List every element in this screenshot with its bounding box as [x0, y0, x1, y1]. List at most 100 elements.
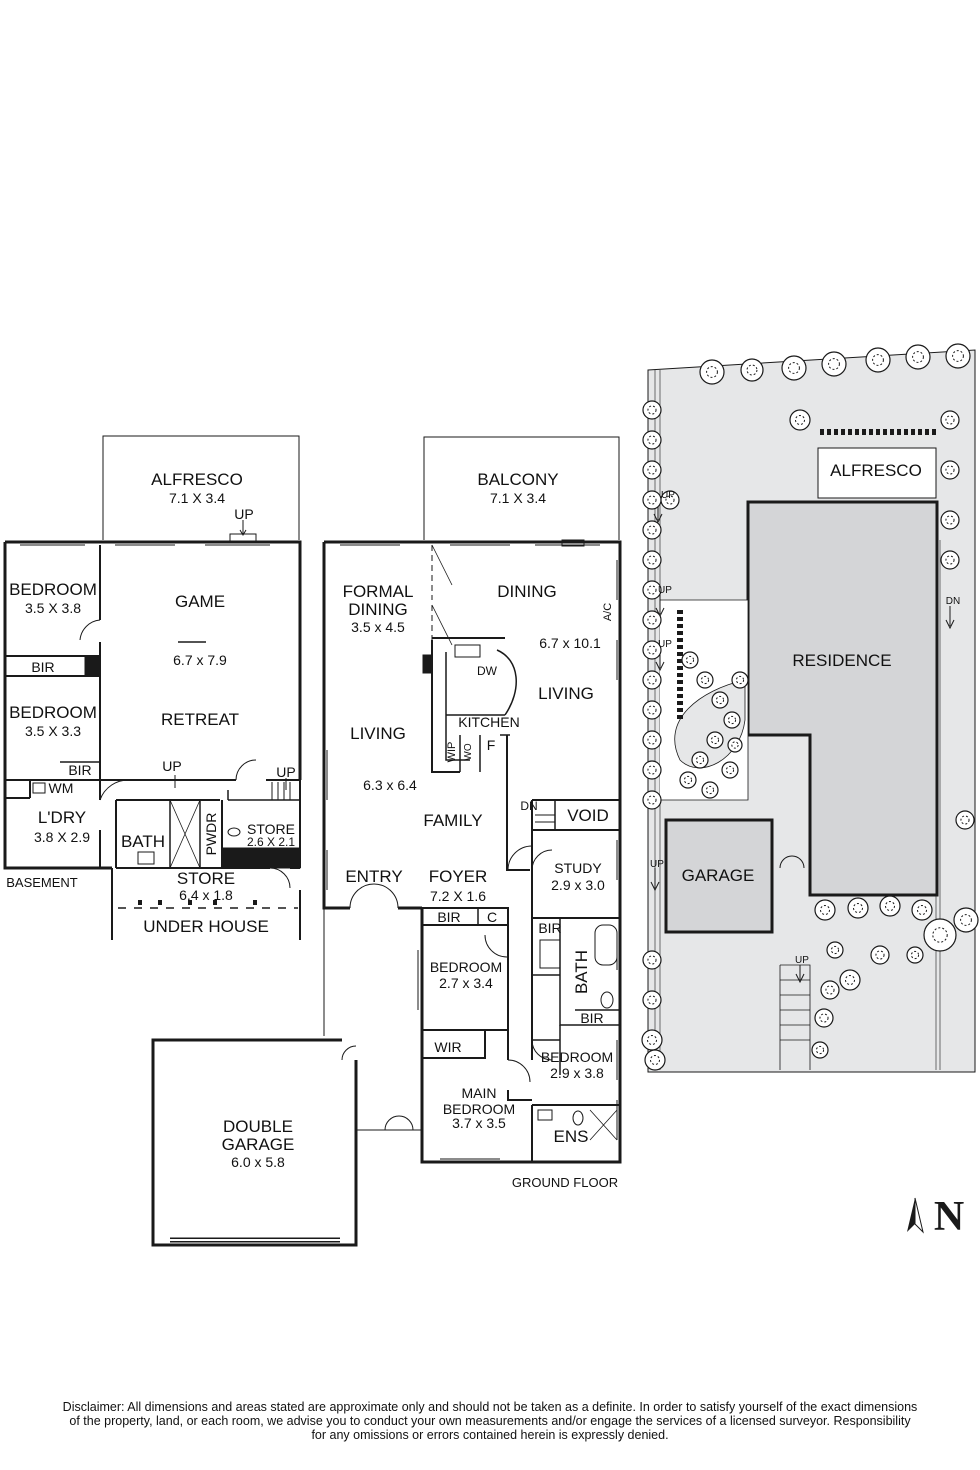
- site-dn: DN: [946, 596, 960, 607]
- ground-foyer-label: FOYER: [429, 867, 488, 886]
- site-up3: UP: [658, 639, 672, 650]
- basement-bedroom2-label: BEDROOM: [9, 703, 97, 722]
- tree-icon: [839, 969, 861, 991]
- site-up4: UP: [650, 859, 664, 870]
- tree-icon-detail: [647, 525, 657, 535]
- ground-f-label: F: [487, 737, 496, 753]
- basement-bath-label: BATH: [121, 832, 165, 851]
- tree-icon-detail: [647, 495, 657, 505]
- compass-icon: N: [907, 1194, 964, 1240]
- ground-formal-dining-label1: FORMAL: [343, 582, 414, 601]
- site-plan: [647, 349, 976, 1073]
- tree-icon-detail: [853, 903, 863, 913]
- tree-icon-detail: [647, 645, 657, 655]
- tree-icon-detail: [825, 985, 835, 995]
- tree-icon: [642, 430, 662, 450]
- double-garage-labels: DOUBLE GARAGE 6.0 x 5.8: [222, 1117, 295, 1170]
- ground-bedroom-b-dim: 2.9 x 3.8: [550, 1065, 604, 1081]
- site-garage: [664, 818, 774, 934]
- ground-bir-bath-label: BIR: [538, 920, 561, 936]
- basement-game-dim: 6.7 x 7.9: [173, 652, 227, 668]
- tree-icon-detail: [685, 655, 695, 665]
- tree-icon-detail: [872, 354, 884, 366]
- tree-icon: [706, 731, 724, 749]
- basement-bedroom1-label: BEDROOM: [9, 580, 97, 599]
- ground-bir-foyer-label: BIR: [437, 909, 460, 925]
- tree-icon-detail: [647, 955, 657, 965]
- tree-icon-detail: [647, 555, 657, 565]
- tree-icon: [642, 640, 662, 660]
- tree-icon: [642, 760, 662, 780]
- ground-entry-label: ENTRY: [345, 867, 402, 886]
- site-labels: ALFRESCO RESIDENCE GARAGE UP UP UP UP UP…: [650, 461, 960, 966]
- ground-main-bedroom-label2: BEDROOM: [443, 1101, 515, 1117]
- ground-bedroom-a-dim: 2.7 x 3.4: [439, 975, 493, 991]
- tree-icon: [905, 344, 931, 370]
- tree-icon: [847, 897, 869, 919]
- basement-alfresco-dim: 7.1 X 3.4: [169, 490, 225, 506]
- ground-living-dim: 6.7 x 10.1: [539, 635, 601, 651]
- tree-icon: [691, 751, 709, 769]
- tree-icon: [711, 691, 729, 709]
- ground-main-bedroom-dim: 3.7 x 3.5: [452, 1115, 506, 1131]
- ground-bedroom-a-label: BEDROOM: [430, 959, 502, 975]
- tree-icon: [870, 945, 890, 965]
- ground-bedroom-b-label: BEDROOM: [541, 1049, 613, 1065]
- tree-icon: [642, 670, 662, 690]
- tree-icon: [642, 520, 662, 540]
- basement-bedroom2-dim: 3.5 X 3.3: [25, 723, 81, 739]
- tree-icon-detail: [912, 351, 924, 363]
- ground-living-west-label: LIVING: [350, 724, 406, 743]
- tree-icon-detail: [647, 765, 657, 775]
- tree-icon: [820, 980, 840, 1000]
- tree-icon-detail: [828, 358, 840, 370]
- tree-icon: [660, 490, 680, 510]
- tree-icon: [911, 899, 933, 921]
- basement-store-small-label: STORE: [247, 821, 295, 837]
- tree-icon-detail: [917, 905, 927, 915]
- tree-icon: [727, 737, 743, 753]
- tree-icon: [642, 400, 662, 420]
- tree-icon: [642, 580, 662, 600]
- tree-icon-detail: [705, 785, 715, 795]
- ground-balcony-dim: 7.1 X 3.4: [490, 490, 546, 506]
- ground-study-label: STUDY: [554, 860, 602, 876]
- site-up5: UP: [795, 955, 809, 966]
- ground-dining-label: DINING: [497, 582, 557, 601]
- tree-icon-detail: [735, 675, 745, 685]
- tree-icon: [814, 1008, 834, 1028]
- tree-icon: [642, 990, 662, 1010]
- tree-icon: [681, 651, 699, 669]
- disclaimer-line2: of the property, land, or each room, we …: [69, 1414, 911, 1428]
- basement-laundry-label: L'DRY: [38, 808, 86, 827]
- ground-family-label: FAMILY: [423, 811, 482, 830]
- ground-void-label: VOID: [567, 806, 609, 825]
- tree-icon: [811, 1041, 829, 1059]
- ground-floor-label: GROUND FLOOR: [512, 1175, 618, 1190]
- basement-bir1-label: BIR: [31, 659, 54, 675]
- site-residence-label: RESIDENCE: [792, 651, 891, 670]
- tree-icon: [642, 950, 662, 970]
- tree-icon-detail: [875, 950, 885, 960]
- tree-icon-detail: [683, 775, 693, 785]
- tree-icon: [642, 700, 662, 720]
- disclaimer-line1: Disclaimer: All dimensions and areas sta…: [62, 1400, 918, 1414]
- tree-icon-detail: [945, 515, 955, 525]
- tree-icon-detail: [945, 415, 955, 425]
- tree-icon: [696, 671, 714, 689]
- basement-floor-label: BASEMENT: [6, 875, 78, 890]
- garage-label2: GARAGE: [222, 1135, 295, 1154]
- basement-store-label: STORE: [177, 869, 235, 888]
- tree-icon-detail: [731, 741, 739, 749]
- tree-icon: [955, 810, 975, 830]
- garage-label1: DOUBLE: [223, 1117, 293, 1136]
- tree-icon-detail: [746, 364, 758, 376]
- tree-icon-detail: [820, 905, 830, 915]
- basement-retreat-label: RETREAT: [161, 710, 239, 729]
- basement-game-label: GAME: [175, 592, 225, 611]
- ground-foyer-dim: 7.2 X 1.6: [430, 888, 486, 904]
- tree-icon-detail: [819, 1013, 829, 1023]
- site-up1: UP: [661, 490, 675, 501]
- tree-icon: [721, 761, 739, 779]
- ground-dn-label: DN: [520, 799, 537, 813]
